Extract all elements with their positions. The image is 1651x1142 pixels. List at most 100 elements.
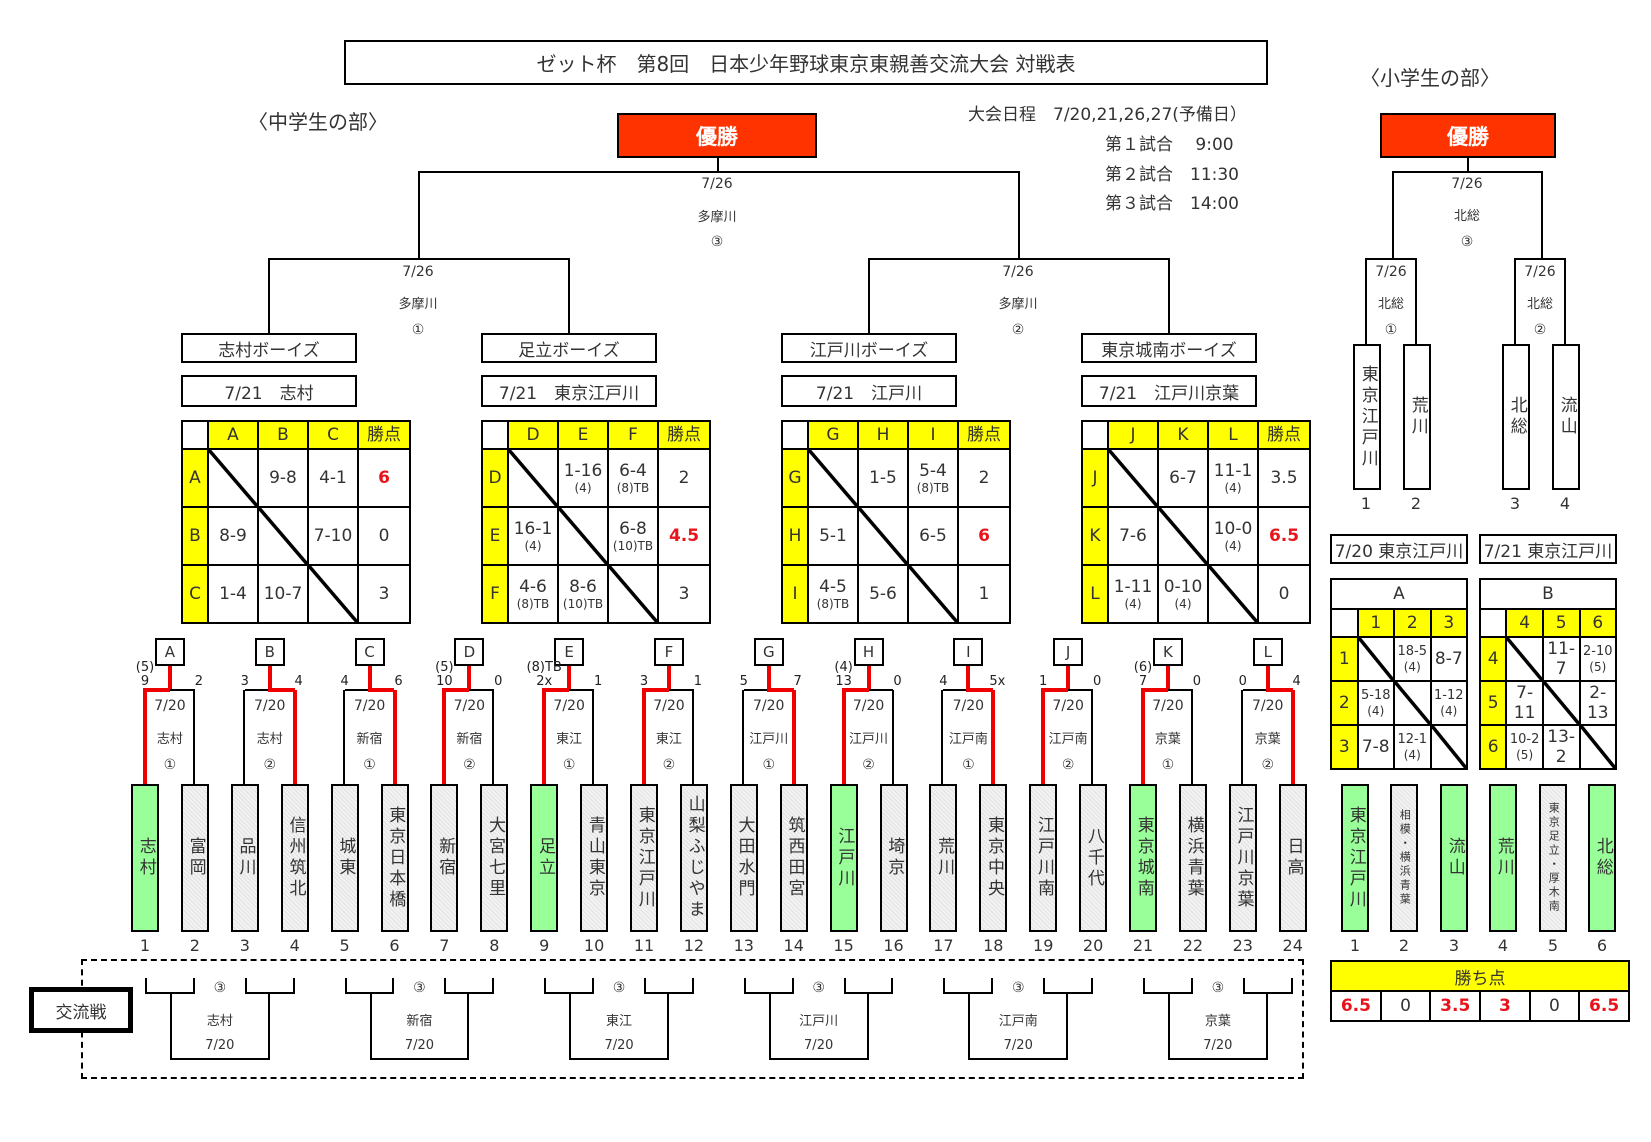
diagonal-cell <box>907 564 959 624</box>
group-tag: C <box>354 638 385 666</box>
exchange-box <box>968 992 1069 1060</box>
score-cell: 2-13 <box>1578 680 1618 726</box>
bracket-line <box>668 689 694 691</box>
jh-final-date: 7/26 <box>701 176 733 192</box>
exchange-game-no: ③ <box>413 980 426 996</box>
score: 11-7 <box>1547 638 1576 679</box>
row-header: K <box>1081 506 1109 566</box>
bracket-line <box>492 690 495 786</box>
team-number: 14 <box>783 936 804 955</box>
score-cell: 5-4(8)TB <box>907 448 959 508</box>
bracket-line <box>891 690 894 786</box>
match-game-no: ① <box>163 757 177 773</box>
corner-cell <box>181 420 209 450</box>
win-line <box>1290 690 1295 786</box>
right-score: 7 <box>793 674 802 689</box>
score: 2-13 <box>1586 682 1609 723</box>
row-header: 6 <box>1478 724 1508 770</box>
bracket-line <box>1515 258 1566 260</box>
diagonal-cell <box>1157 506 1209 566</box>
score-note: (4) <box>524 539 542 553</box>
bracket-line <box>568 258 570 334</box>
elem-semi_right-game: ② <box>1533 322 1547 338</box>
bracket-line <box>868 689 894 691</box>
score-note: (4) <box>1124 597 1142 611</box>
team-name: 青山東京 <box>580 784 609 932</box>
win-line <box>766 688 794 692</box>
points-cell: 3 <box>657 564 711 624</box>
bracket-line <box>1167 689 1193 691</box>
match-venue: 新宿 <box>356 732 383 747</box>
bracket-line <box>868 258 1169 260</box>
score-cell: 5-18(4) <box>1356 680 1395 726</box>
right-score: 0 <box>494 674 503 689</box>
exchange-date: 7/20 <box>604 1038 634 1053</box>
points-header: 勝点 <box>357 420 411 450</box>
column-header: L <box>1207 420 1259 450</box>
bracket-line <box>169 689 195 691</box>
team-name: 東京江戸川 <box>630 784 658 932</box>
score-cell: 8-9 <box>207 506 259 566</box>
seed-number: 2 <box>1410 494 1422 513</box>
row-header: B <box>181 506 209 566</box>
score-cell: 1-11(4) <box>1107 564 1159 624</box>
column-header: 1 <box>1356 608 1395 638</box>
exchange-connector <box>544 978 595 994</box>
score: 1-5 <box>869 467 897 488</box>
elem-semi_right-date: 7/26 <box>1524 264 1556 280</box>
elem-team-number: 1 <box>1349 936 1361 955</box>
group-winner-team: 志村ボーイズ <box>181 333 357 363</box>
group-tag: I <box>953 638 984 666</box>
jh-semi-right-venue: 多摩川 <box>998 297 1038 312</box>
win-line <box>392 690 397 786</box>
schedule-game3: 第３試合 14:00 <box>1105 194 1239 214</box>
right-score: 4 <box>294 674 303 689</box>
score-cell: 7-11 <box>1505 680 1544 726</box>
elem-semi_left-game: ① <box>1384 322 1398 338</box>
exchange-venue: 江戸川 <box>799 1014 839 1029</box>
win-line <box>1141 690 1145 786</box>
team-name: 江戸川 <box>829 784 858 932</box>
group-venue: 7/21 東京江戸川 <box>481 375 657 407</box>
win-line <box>642 688 669 692</box>
bracket-line <box>1415 258 1417 344</box>
team-name: 東京日本橋 <box>380 784 409 932</box>
bracket-line <box>941 690 944 786</box>
match-date: 7/20 <box>852 698 885 714</box>
points-cell: 1 <box>957 564 1011 624</box>
score-note: (8)TB <box>916 481 950 495</box>
elem-team-number: 2 <box>1398 936 1410 955</box>
score-cell: 1-4 <box>207 564 259 624</box>
score-cell: 0-10(4) <box>1157 564 1209 624</box>
left-score: 5 <box>739 674 748 689</box>
bracket-line <box>1091 690 1094 786</box>
points-cell: 3 <box>357 564 411 624</box>
score-note: (10)TB <box>612 539 654 553</box>
team-name: 埼京 <box>879 784 908 932</box>
score-note: (4) <box>1174 597 1192 611</box>
diagonal-cell <box>1505 636 1544 682</box>
team-name: 大田水門 <box>729 784 758 932</box>
score-cell: 1-12(4) <box>1429 680 1469 726</box>
points-cell: 6 <box>357 448 411 508</box>
elem-points-value: 0 <box>1379 990 1432 1022</box>
score: 4-6 <box>519 576 547 597</box>
points-cell: 0 <box>357 506 411 566</box>
team-number: 22 <box>1182 936 1204 955</box>
bracket-line <box>1392 171 1542 173</box>
left-score: 1 <box>1039 674 1048 689</box>
score: 1-12 <box>1434 688 1464 703</box>
elem-group-venue: 7/20 東京江戸川 <box>1330 534 1468 564</box>
win-line <box>1265 688 1293 692</box>
exchange-game-no: ③ <box>1211 980 1225 996</box>
match-venue: 東江 <box>556 732 583 747</box>
exchange-box <box>169 992 270 1060</box>
seed-team: 北総 <box>1502 344 1530 490</box>
team-name: 日高 <box>1278 784 1307 932</box>
row-header: A <box>181 448 209 508</box>
win-line <box>966 688 994 692</box>
score-cell: 11-1(4) <box>1207 448 1259 508</box>
column-header: 3 <box>1429 608 1469 638</box>
diagonal-cell <box>257 506 309 566</box>
